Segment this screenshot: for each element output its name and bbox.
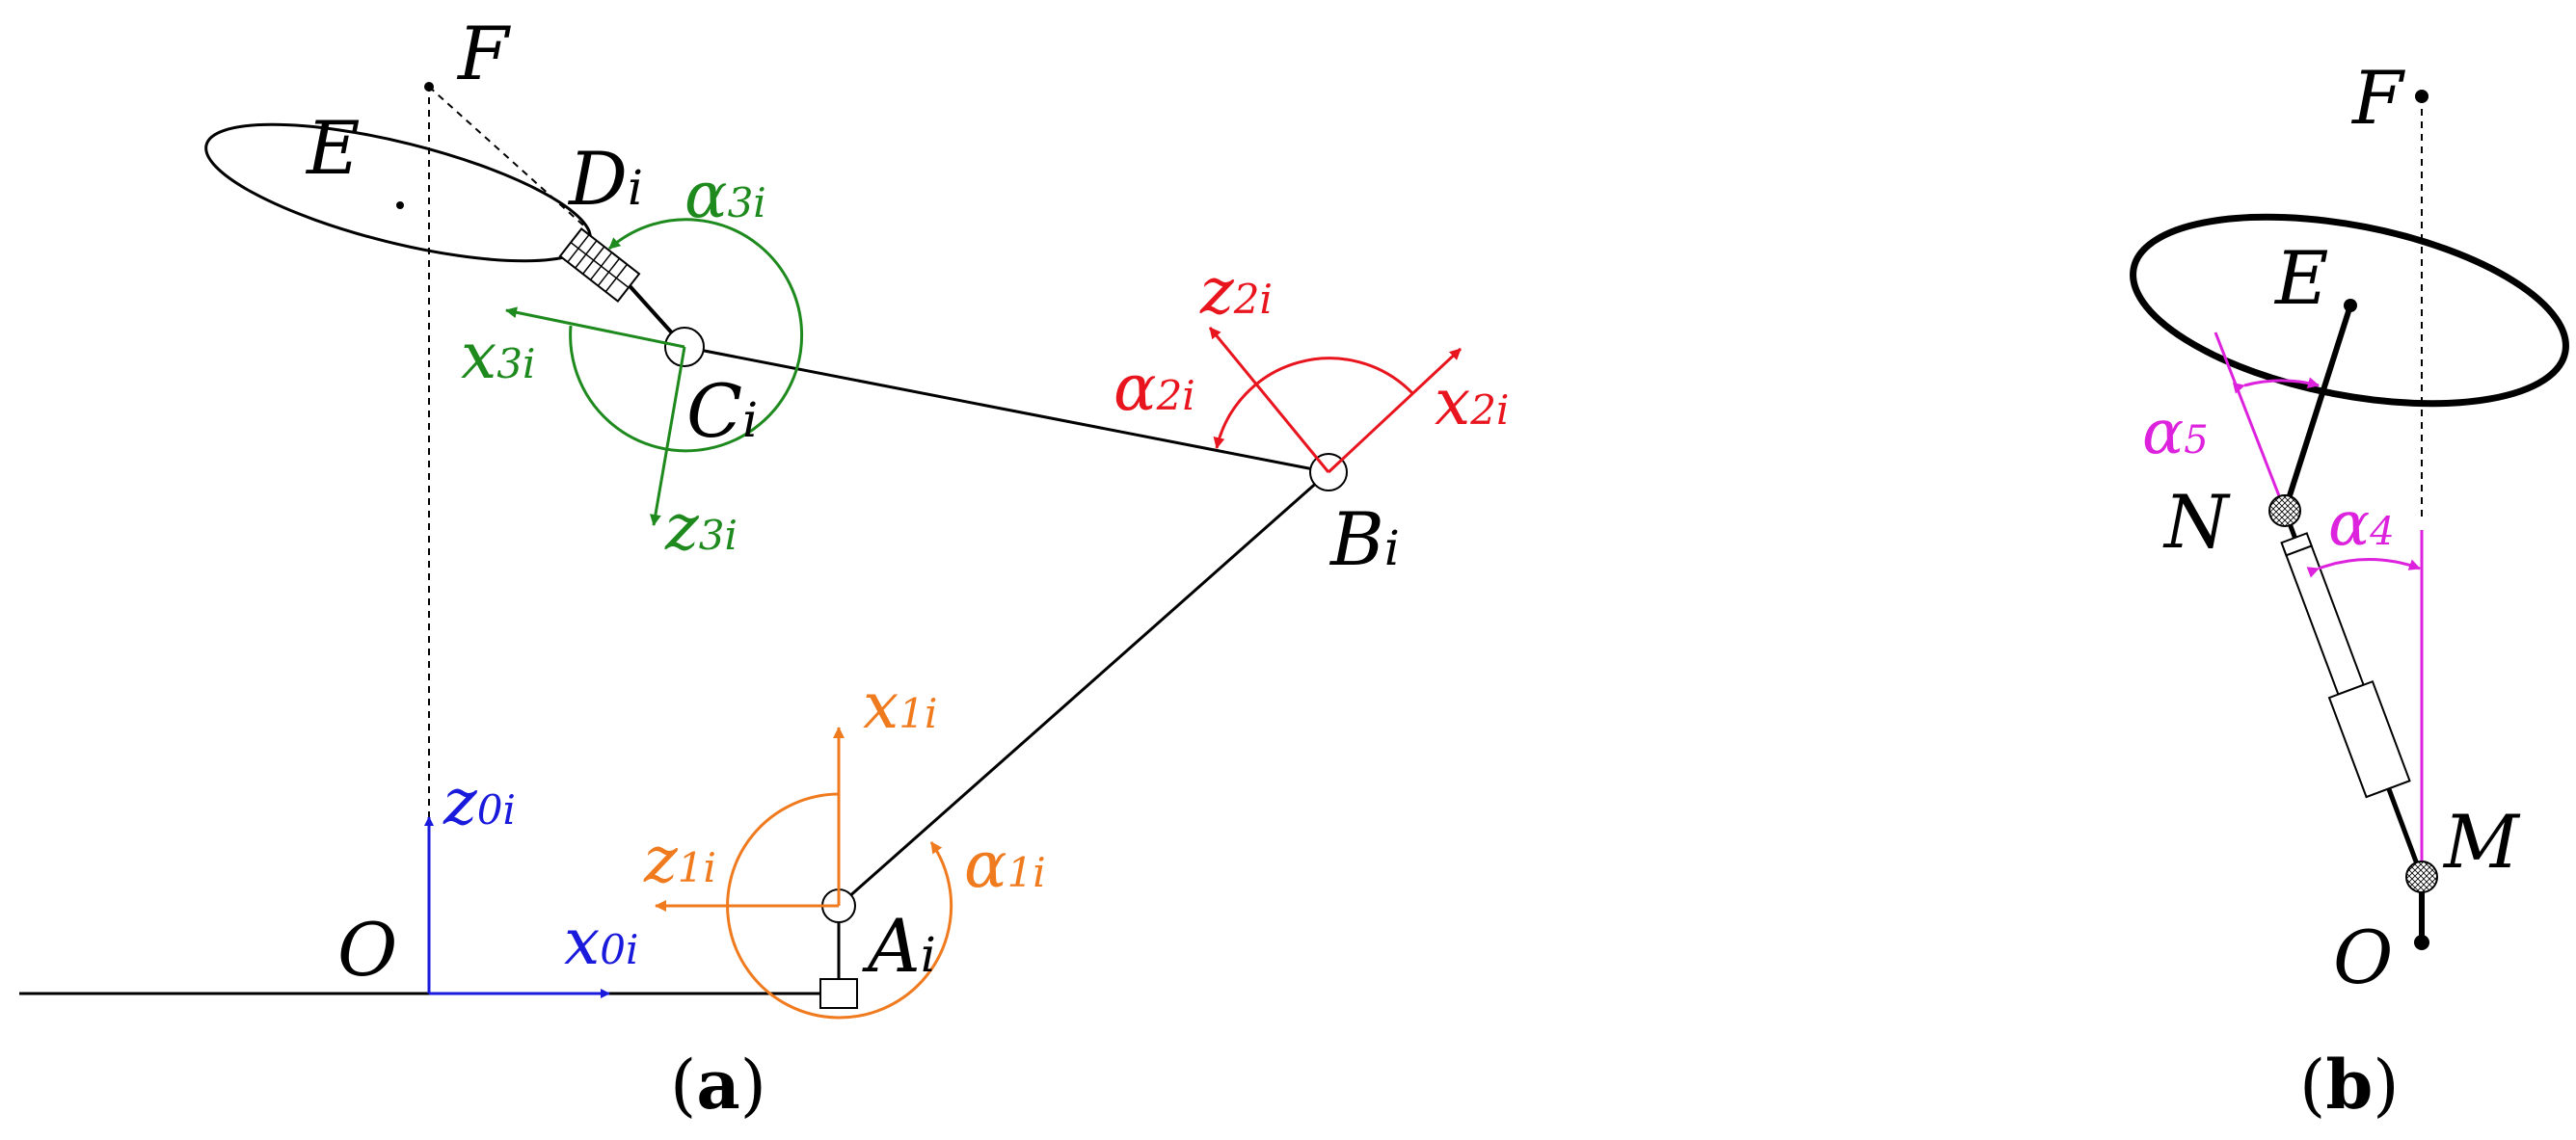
platform-ellipse-e	[204, 122, 592, 263]
ref-line-a5	[2214, 331, 2287, 512]
label-angle-a3: α3i	[684, 158, 766, 232]
label-axis-z1: z1i	[643, 823, 716, 897]
label-angle-a4: α4	[2328, 489, 2395, 560]
label-point-b: Bi	[1328, 496, 1400, 582]
label-point-a: Ai	[862, 903, 936, 989]
point-f-dot	[424, 82, 434, 92]
angle-arc-a4	[2306, 558, 2421, 578]
dashed-line-fd	[428, 86, 591, 232]
label-axis-z3: z3i	[664, 490, 738, 565]
angle-arc-a3	[569, 218, 804, 453]
label-angle-a1: α1i	[964, 828, 1046, 902]
point-o-dot-b	[2414, 935, 2429, 950]
label-axis-x1: x1i	[863, 669, 937, 743]
label-point-f-b: F	[2350, 55, 2405, 141]
label-angle-a5: α5	[2142, 397, 2209, 468]
axis-z3-arrow	[649, 346, 686, 526]
label-axis-x0: x0i	[564, 905, 638, 979]
label-point-o-b: O	[2333, 915, 2393, 1000]
caption-b: (b)	[2299, 1045, 2400, 1125]
label-point-e-b: E	[2273, 235, 2328, 321]
joint-m-ball	[2405, 861, 2438, 893]
label-axis-x3: x3i	[461, 319, 535, 393]
panel-b: F E N M O α4 α5 (b)	[2130, 55, 2569, 1125]
label-point-o: O	[337, 907, 397, 993]
label-point-m-b: M	[2442, 799, 2521, 885]
label-point-e: E	[305, 105, 360, 191]
angle-arc-a1	[726, 792, 953, 1020]
platform-ellipse-b	[2130, 213, 2569, 408]
ground-support-square	[819, 978, 858, 1009]
axis-x3-arrow	[505, 306, 685, 349]
label-point-c: Ci	[686, 368, 758, 454]
joint-n-ball	[2268, 494, 2301, 527]
angle-arc-a2	[1213, 357, 1414, 449]
label-point-d: Di	[567, 136, 643, 222]
label-angle-a2: α2i	[1114, 351, 1195, 425]
label-axis-z2: z2i	[1199, 254, 1273, 329]
actuator-cylinder-b	[2280, 532, 2411, 799]
label-axis-x2: x2i	[1435, 365, 1509, 439]
point-f-dot-b	[2415, 90, 2428, 103]
panel-a: F E O Di Ci Bi Ai z0i x0i x1i z1i α1i z2…	[19, 11, 1509, 1125]
point-e-dot	[396, 201, 404, 209]
caption-a: (a)	[670, 1045, 766, 1125]
label-point-n-b: N	[2162, 479, 2231, 565]
link-ai-bi	[838, 470, 1329, 908]
label-axis-z0: z0i	[443, 765, 516, 839]
angle-arc-a5	[2232, 377, 2320, 394]
rod-e-n	[2282, 305, 2353, 512]
axis-z2-arrow	[1208, 327, 1330, 473]
link-bi-ci	[684, 345, 1329, 474]
actuator-block-d	[558, 227, 641, 303]
axis-x2-arrow	[1327, 347, 1462, 474]
label-point-f: F	[456, 11, 511, 96]
